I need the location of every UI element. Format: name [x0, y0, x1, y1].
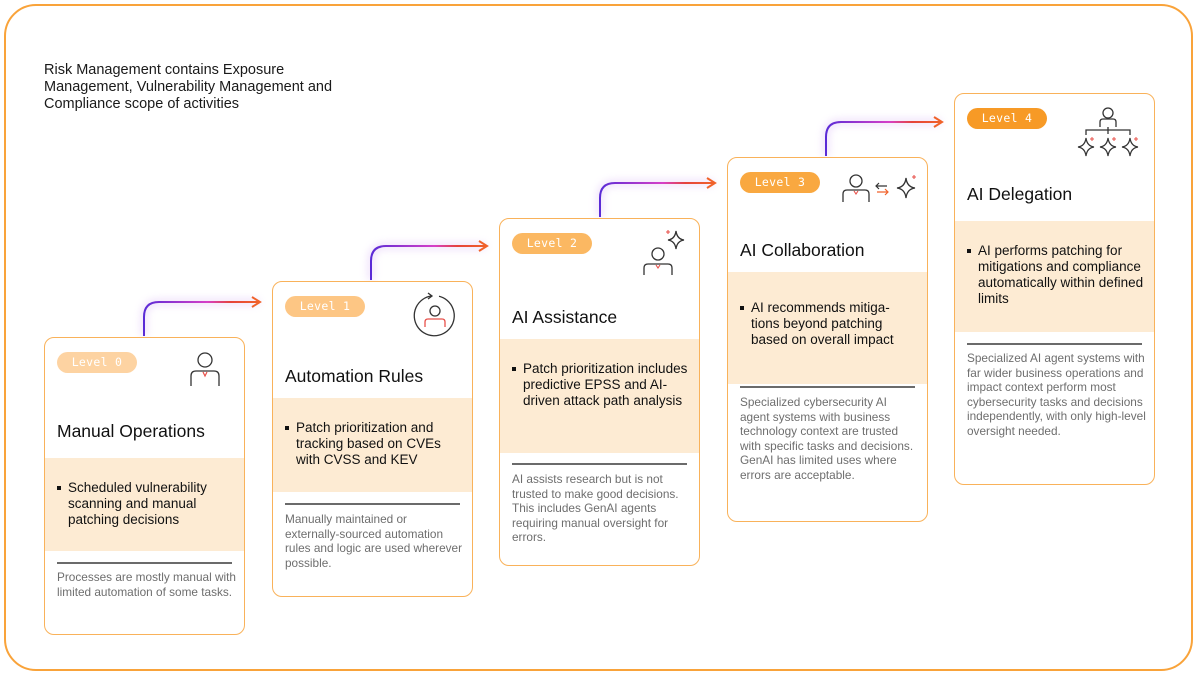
intro-text: Risk Management contains Exposure Manage… [44, 62, 333, 112]
capability-text: AI performs patching for mitigations and… [978, 243, 1144, 306]
capability-bullet: Patch prioritization and tracking based … [285, 420, 462, 468]
capability-bullet: AI recommends mitiga-tions beyond patchi… [740, 300, 917, 348]
level-description: Processes are mostly manual with limited… [57, 570, 236, 599]
level-card-2: Level 2 AI Assistance Patch prioritizati… [499, 218, 700, 566]
level-capability-band: AI recommends mitiga-tions beyond patchi… [728, 272, 927, 384]
level-title: Automation Rules [285, 366, 424, 386]
divider [285, 503, 460, 505]
divider [967, 343, 1142, 345]
bullet-marker [57, 486, 61, 490]
level-badge: Level 1 [285, 296, 365, 317]
level-title: AI Collaboration [740, 240, 865, 260]
person-cycle-icon [413, 292, 455, 337]
capability-text: Patch prioritization includes predictive… [523, 361, 688, 408]
level-description: AI assists research but is not trusted t… [512, 472, 679, 544]
level-title: AI Delegation [967, 184, 1073, 204]
level-capability-band: AI performs patching for mitigations and… [955, 221, 1154, 332]
person-exchange-sparkle-icon [842, 174, 916, 202]
bullet-marker [285, 426, 289, 430]
level-card-4: Level 4 AI Delegation AI performs patchi… [954, 93, 1155, 485]
bullet-marker [512, 367, 516, 371]
level-capability-band: Patch prioritization and tracking based … [273, 398, 472, 492]
level-capability-band: Scheduled vulnerability scanning and man… [45, 458, 244, 551]
capability-text: AI recommends mitiga-tions beyond patchi… [751, 300, 894, 347]
level-card-3: Level 3 AI Collaboration AI recommends m… [727, 157, 928, 522]
level-badge: Level 3 [740, 172, 820, 193]
level-card-0: Level 0 Manual Operations Scheduled vuln… [44, 337, 245, 635]
person-delegation-icon [1077, 107, 1139, 157]
outer-frame [4, 4, 1193, 671]
person-icon [190, 352, 220, 386]
capability-text: Scheduled vulnerability scanning and man… [68, 480, 207, 527]
level-capability-band: Patch prioritization includes predictive… [500, 339, 699, 453]
level-description: Specialized cybersecurity AI agent syste… [740, 395, 914, 482]
level-badge: Level 0 [57, 352, 137, 373]
bullet-marker [740, 306, 744, 310]
level-title: Manual Operations [57, 421, 205, 441]
divider [57, 562, 232, 564]
bullet-marker [967, 249, 971, 253]
level-title: AI Assistance [512, 307, 618, 327]
capability-bullet: Scheduled vulnerability scanning and man… [57, 480, 234, 528]
divider [740, 386, 915, 388]
divider [512, 463, 687, 465]
capability-bullet: AI performs patching for mitigations and… [967, 243, 1144, 307]
capability-text: Patch prioritization and tracking based … [296, 420, 441, 467]
capability-bullet: Patch prioritization includes predictive… [512, 361, 689, 409]
level-badge: Level 4 [967, 108, 1047, 129]
level-card-1: Level 1 Automation Rules Patch prioritiz… [272, 281, 473, 597]
level-description: Manually maintained or externally-source… [285, 512, 463, 570]
level-description: Specialized AI agent systems with far wi… [967, 351, 1146, 438]
person-sparkle-icon [643, 230, 685, 275]
level-badge: Level 2 [512, 233, 592, 254]
